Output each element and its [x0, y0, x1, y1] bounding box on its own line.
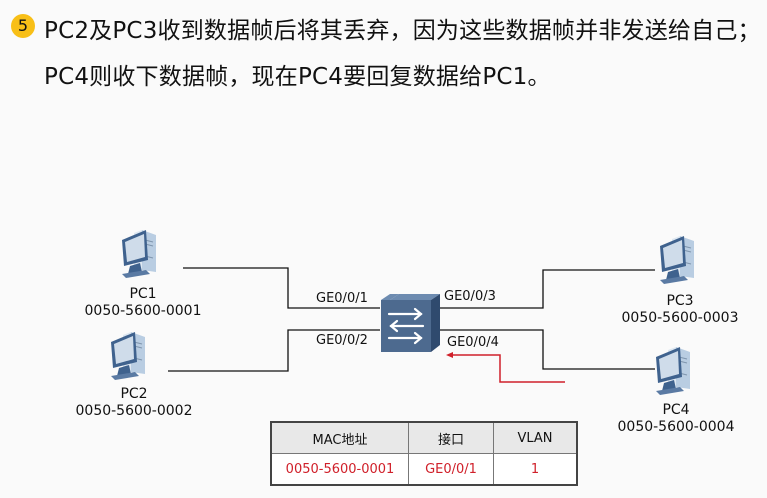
pc1-icon: [121, 229, 157, 279]
pc1-mac: 0050-5600-0001: [84, 303, 202, 319]
pc3-icon: [659, 235, 695, 285]
link-pc1-switch: [183, 267, 380, 309]
header-interface: 接口: [408, 421, 494, 454]
pc3-name: PC3: [666, 293, 694, 309]
cell-mac: 0050-5600-0001: [270, 453, 409, 486]
pc4-mac: 0050-5600-0004: [617, 419, 735, 435]
table-header-row: MAC地址 接口 VLAN: [270, 421, 578, 454]
switch-icon: [381, 294, 440, 352]
link-switch-pc4: [440, 329, 655, 370]
pc4-icon: [655, 346, 691, 396]
pc2-mac: 0050-5600-0002: [75, 403, 193, 419]
pc4-label: PC4 0050-5600-0004: [606, 402, 746, 436]
cell-vlan: 1: [493, 453, 578, 486]
link-pc2-switch: [168, 329, 380, 372]
port-label-ge004: GE0/0/4: [447, 335, 499, 350]
pc2-name: PC2: [120, 386, 148, 402]
port-label-ge001: GE0/0/1: [316, 291, 368, 306]
reply-arrowhead: [446, 352, 453, 358]
pc4-name: PC4: [662, 402, 690, 418]
step-description: PC2及PC3收到数据帧后将其丢弃，因为这些数据帧并非发送给自己；PC4则收下数…: [44, 18, 761, 90]
header-vlan: VLAN: [493, 421, 578, 454]
reply-path-arrow: [452, 354, 565, 383]
cell-interface: GE0/0/1: [408, 453, 494, 486]
link-switch-pc3: [440, 269, 655, 309]
table-row: 0050-5600-0001 GE0/0/1 1: [270, 453, 578, 486]
pc3-label: PC3 0050-5600-0003: [610, 293, 750, 327]
pc1-name: PC1: [129, 286, 157, 302]
pc3-mac: 0050-5600-0003: [621, 310, 739, 326]
port-label-ge002: GE0/0/2: [316, 333, 368, 348]
pc1-label: PC1 0050-5600-0001: [73, 286, 213, 320]
mac-address-table: MAC地址 接口 VLAN 0050-5600-0001 GE0/0/1 1: [270, 421, 578, 486]
pc2-label: PC2 0050-5600-0002: [64, 386, 204, 420]
pc2-icon: [110, 331, 146, 381]
step-number-badge: 5: [11, 14, 35, 38]
port-label-ge003: GE0/0/3: [444, 289, 496, 304]
header-mac: MAC地址: [270, 421, 409, 454]
